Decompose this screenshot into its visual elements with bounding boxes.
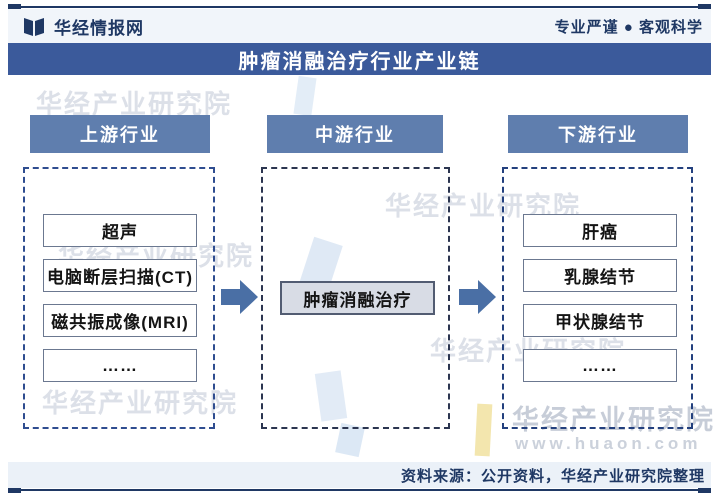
chain-item-ultrasound: 超声: [43, 214, 197, 247]
midstream-container: [261, 167, 450, 429]
column-header-midstream: 中游行业: [267, 115, 443, 153]
watermark-url: www.huaon.com: [515, 434, 702, 453]
top-rule-left-cap: [8, 4, 21, 10]
chain-item-thyroid-nodule: 甲状腺结节: [523, 304, 677, 337]
footer-strip: [8, 462, 711, 488]
chain-item-mri: 磁共振成像(MRI): [43, 304, 197, 337]
chain-item-upstream-more: ……: [43, 349, 197, 382]
top-rule: [14, 6, 704, 8]
bottom-rule-right-cap: [698, 487, 711, 493]
brand-tagline: 专业严谨 ● 客观科学: [554, 18, 703, 36]
chain-item-liver-cancer: 肝癌: [523, 214, 677, 247]
chain-item-breast-nodule: 乳腺结节: [523, 259, 677, 292]
right-arrow-icon: [459, 278, 497, 321]
right-arrow-icon: [221, 278, 259, 321]
column-header-downstream: 下游行业: [508, 115, 688, 153]
bottom-rule: [14, 489, 704, 491]
watermark-text-main: 华经产业研究院: [512, 405, 715, 435]
watermark-text: 华经产业研究院: [36, 89, 233, 119]
brand: 华经情报网: [22, 12, 144, 40]
page-title: 肿瘤消融治疗行业产业链: [238, 50, 481, 73]
upstream-container: [23, 167, 215, 429]
watermark-text: 华经产业研究院: [42, 388, 239, 418]
title-banner: 肿瘤消融治疗行业产业链: [8, 43, 711, 75]
chain-item-ct: 电脑断层扫描(CT): [43, 259, 197, 292]
chain-item-downstream-more: ……: [523, 349, 677, 382]
brand-logo-text: 华经情报网: [54, 18, 144, 38]
decor-shape: [293, 75, 317, 117]
bottom-rule-left-cap: [8, 487, 21, 493]
header-strip: [8, 9, 711, 43]
source-note: 资料来源：公开资料，华经产业研究院整理: [400, 467, 705, 485]
open-book-logo-icon: [22, 15, 46, 37]
decor-shape: [474, 403, 493, 457]
chain-item-tumor-ablation: 肿瘤消融治疗: [280, 281, 435, 315]
top-rule-right-cap: [698, 4, 711, 10]
downstream-container: [502, 167, 693, 429]
column-header-upstream: 上游行业: [30, 115, 210, 153]
